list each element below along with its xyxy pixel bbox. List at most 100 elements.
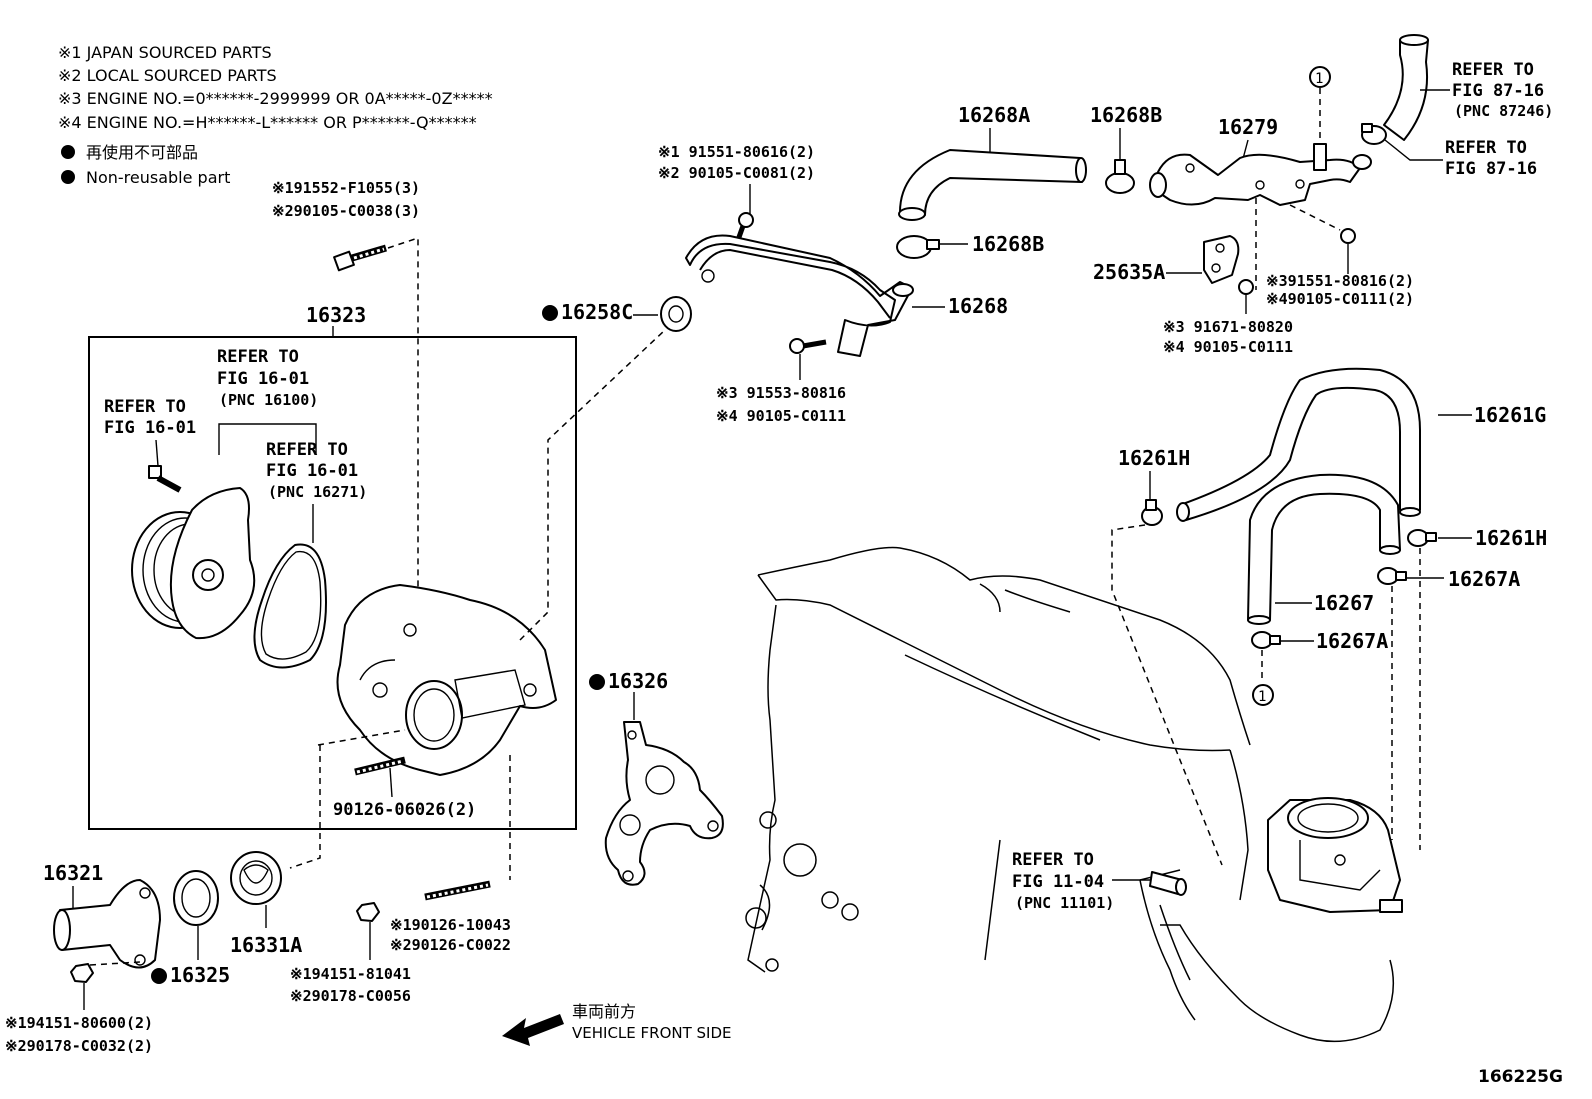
leader-line [89,961,141,966]
legend-engine-no-3: ※3 ENGINE NO.=0******-2999999 OR 0A*****… [58,89,493,108]
svg-text:1: 1 [1315,71,1323,87]
circle-marker-icon: 1 [1252,684,1274,706]
refer-fig-87-16-b2: FIG 87-16 [1445,159,1537,179]
bolt-icon [789,338,827,354]
label-90126-06026: 90126-06026(2) [333,800,476,820]
svg-text:1: 1 [1258,689,1266,705]
label-91671-80820: ※3 91671-80820 [1163,318,1293,336]
stud-bolt [354,756,406,776]
label-90105-c0111-b: ※490105-C0111(2) [1266,290,1414,308]
hose-clamp [896,235,940,259]
refer-fig-11-04-1: REFER TO [1012,850,1094,870]
hose-clamp [1141,499,1163,526]
gasket-ring [660,296,692,332]
water-outlet-pipe [1149,143,1372,206]
label-16325: 16325 [170,963,230,987]
non-reusable-bullet-icon [589,674,605,690]
bolt-icon [333,244,387,272]
label-16268a: 16268A [958,103,1030,127]
label-16261h-right: 16261H [1475,526,1547,550]
gasket-ring [173,870,219,926]
label-91551-80816: ※391551-80816(2) [1266,272,1414,290]
label-91551-80616: ※1 91551-80616(2) [658,143,815,161]
hose-bracket [1203,235,1240,284]
label-16258c: 16258C [561,300,633,324]
refer-fig-11-04-2: FIG 11-04 [1012,872,1104,892]
hose-clamp [1407,529,1437,547]
label-16323: 16323 [306,303,366,327]
refer-fig-16-01-a1: REFER TO [217,347,299,367]
label-16268: 16268 [948,294,1008,318]
engine-block-outline [745,546,1395,1043]
stud-bolt [424,880,491,901]
water-inlet [53,879,161,969]
pump-gasket-ring [253,543,327,669]
water-pump-assembly-box [88,336,577,830]
label-16331a: 16331A [230,933,302,957]
hose-clamp [1251,631,1281,649]
label-90178-c0032: ※290178-C0032(2) [5,1037,153,1055]
legend-local-sourced: ※2 LOCAL SOURCED PARTS [58,66,277,85]
hose-clamp [1377,567,1407,585]
label-16267a-lower: 16267A [1316,629,1388,653]
refer-fig-87-16-a3: (PNC 87246) [1454,102,1553,120]
water-pump-pulley [131,487,256,640]
refer-fig-16-01-b2: FIG 16-01 [104,418,196,438]
refer-fig-16-01-a3: (PNC 16100) [219,391,318,409]
label-90105-c0038: ※290105-C0038(3) [272,202,420,220]
leader-line [1111,524,1223,866]
refer-fig-16-01-c3: (PNC 16271) [268,483,367,501]
bolt-icon [735,212,754,241]
label-91553-80816: ※3 91553-80816 [716,384,846,402]
label-16267a-right: 16267A [1448,567,1520,591]
hose-16268a [898,149,1087,221]
label-94151-81041: ※194151-81041 [290,965,411,983]
pipe-stub [1149,871,1187,896]
leader-line [519,329,666,641]
circle-marker-icon: 1 [1309,66,1331,88]
label-16268b-top: 16268B [1090,103,1162,127]
hose-16267 [1247,473,1401,625]
figure-id: 166225G [1478,1067,1563,1087]
vehicle-front-arrow-icon [502,1014,564,1046]
legend-non-reusable-jp: 再使用不可部品 [86,143,198,162]
hose-clamp [1361,123,1387,145]
vehicle-front-label-jp: 車両前方 [572,1002,636,1021]
bolt-icon [148,465,182,493]
refer-fig-16-01-a2: FIG 16-01 [217,369,309,389]
nut-icon [70,963,94,983]
vehicle-front-label-en: VEHICLE FRONT SIDE [572,1024,732,1042]
non-reusable-bullet-icon [61,170,75,184]
nut-icon [356,902,380,922]
water-bypass-pipe [685,234,914,357]
bolt-icon [1340,228,1356,244]
leader-line [317,729,406,746]
label-90105-c0111-a: ※4 90105-C0111 [716,407,846,425]
label-90126-10043: ※190126-10043 [390,916,511,934]
label-90105-c0111-c: ※4 90105-C0111 [1163,338,1293,356]
thermostat [230,851,282,905]
bolt-icon [1238,279,1254,295]
hose-clamp [1105,159,1135,194]
non-reusable-bullet-icon [61,145,75,159]
label-16261g: 16261G [1474,403,1546,427]
label-94151-80600: ※194151-80600(2) [5,1014,153,1032]
refer-fig-87-16-a1: REFER TO [1452,60,1534,80]
heater-hose [1383,34,1429,141]
label-90178-c0056: ※290178-C0056 [290,987,411,1005]
label-16326: 16326 [608,669,668,693]
refer-fig-87-16-a2: FIG 87-16 [1452,81,1544,101]
legend-non-reusable-en: Non-reusable part [86,168,230,187]
throttle-body [1267,797,1403,913]
label-90105-c0081: ※2 90105-C0081(2) [658,164,815,182]
refer-fig-16-01-b1: REFER TO [104,397,186,417]
label-16267: 16267 [1314,591,1374,615]
refer-fig-11-04-3: (PNC 11101) [1015,894,1114,912]
leader-line [218,423,317,455]
refer-fig-16-01-c2: FIG 16-01 [266,461,358,481]
leader-line [1289,204,1341,231]
non-reusable-bullet-icon [542,305,558,321]
legend: ※1 JAPAN SOURCED PARTS ※2 LOCAL SOURCED … [58,43,493,187]
timing-cover-gasket [604,721,724,886]
